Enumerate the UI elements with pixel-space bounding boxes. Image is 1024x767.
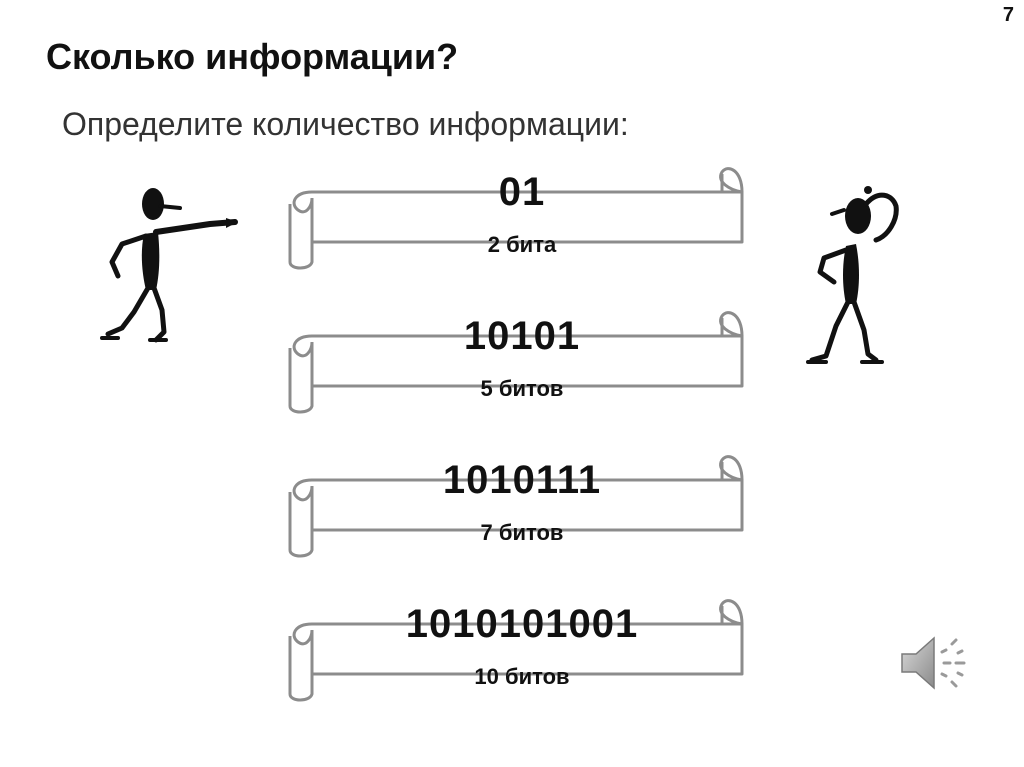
thinking-stick-figure-icon	[800, 180, 910, 370]
scroll-item: 01 2 бита	[282, 162, 762, 272]
bits-count: 10 битов	[474, 664, 570, 689]
bits-count: 7 битов	[480, 520, 564, 545]
page-subtitle: Определите количество информации:	[62, 106, 629, 142]
bits-count: 5 битов	[480, 376, 564, 401]
bits-count: 2 бита	[487, 232, 557, 257]
scroll-item: 1010101001 10 битов	[282, 594, 762, 704]
scroll-item: 1010111 7 битов	[282, 450, 762, 560]
scroll-banner-icon	[288, 311, 744, 414]
speaker-icon[interactable]	[898, 632, 970, 694]
binary-value: 1010101001	[405, 602, 639, 646]
binary-value: 01	[498, 170, 546, 214]
scroll-banner-icon	[288, 455, 744, 558]
page-title: Сколько информации?	[46, 36, 459, 77]
scroll-item: 10101 5 битов	[282, 306, 762, 416]
pointing-stick-figure-icon	[100, 182, 245, 352]
binary-value: 10101	[463, 314, 581, 358]
scroll-banner-icon	[288, 167, 744, 270]
binary-value: 1010111	[442, 458, 602, 502]
page-number: 7	[1002, 4, 1014, 26]
scroll-banner-icon	[288, 599, 744, 702]
